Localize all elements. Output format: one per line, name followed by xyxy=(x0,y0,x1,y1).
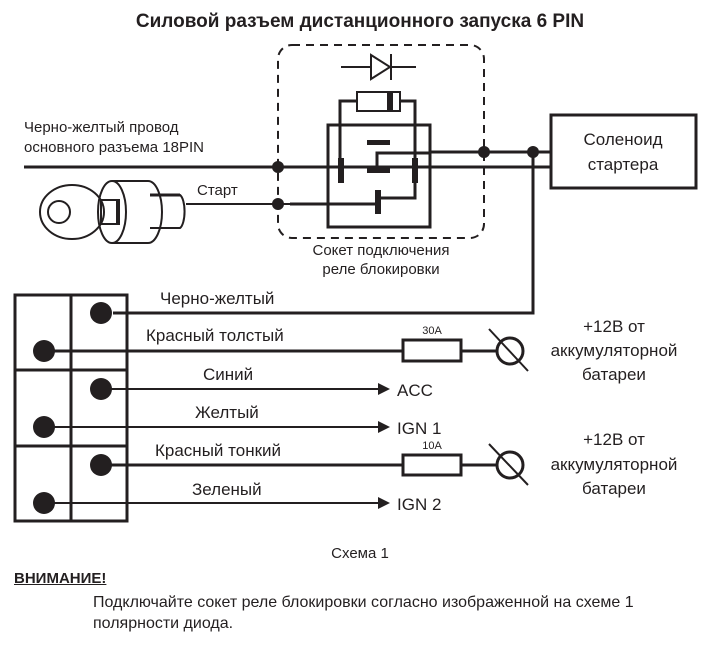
relay-socket xyxy=(326,123,432,229)
solenoid-line2: стартера xyxy=(588,155,659,174)
black-yellow-wire xyxy=(113,152,535,315)
fuse-30a xyxy=(401,338,463,363)
main-wire-label-line1: Черно-желтый провод xyxy=(24,119,179,136)
fuse-10a-label: 10A xyxy=(422,440,442,452)
wire-label-yellow: Желтый xyxy=(195,403,259,422)
fuse-10a xyxy=(401,453,463,477)
dest-acc: ACC xyxy=(397,381,433,400)
main-wire-label-line2: основного разъема 18PIN xyxy=(24,139,204,156)
arrow-icon xyxy=(378,497,390,509)
diode-component xyxy=(338,91,417,160)
dest-ign1: IGN 1 xyxy=(397,419,441,438)
arrow-icon xyxy=(378,421,390,433)
junction-dot xyxy=(272,161,284,173)
battery1-line2: аккумуляторной xyxy=(551,341,678,360)
solenoid-box xyxy=(549,113,698,190)
junction-dot xyxy=(272,198,284,210)
wire-label-blue: Синий xyxy=(203,365,253,384)
connector-6pin xyxy=(13,293,129,523)
battery2-line2: аккумуляторной xyxy=(551,455,678,474)
warning-text: Подключайте сокет реле блокировки соглас… xyxy=(93,594,634,632)
scheme-caption: Схема 1 xyxy=(331,545,389,562)
battery1-line3: батареи xyxy=(582,365,646,384)
wire-label-black-yellow: Черно-желтый xyxy=(160,289,274,308)
relay-contacts xyxy=(290,140,430,214)
battery2-line1: +12В от xyxy=(583,430,645,449)
battery1-line1: +12В от xyxy=(583,317,645,336)
arrow-icon xyxy=(378,383,390,395)
dest-ign2: IGN 2 xyxy=(397,495,441,514)
diode-icon xyxy=(341,53,416,81)
relay-caption-line2: реле блокировки xyxy=(322,261,439,278)
wire-label-green: Зеленый xyxy=(192,480,262,499)
relay-caption-line1: Сокет подключения xyxy=(312,242,449,259)
start-label: Старт xyxy=(197,182,238,199)
pin-dot xyxy=(90,302,112,324)
battery-terminal-icon xyxy=(488,443,529,486)
wire-label-red-thick: Красный толстый xyxy=(146,326,284,345)
diagram-title: Силовой разъем дистанционного запуска 6 … xyxy=(136,11,584,32)
relay-socket-box xyxy=(277,44,485,239)
wire-label-red-thin: Красный тонкий xyxy=(155,441,281,460)
solenoid-line1: Соленоид xyxy=(584,130,663,149)
battery2-line3: батареи xyxy=(582,479,646,498)
fuse-30a-label: 30A xyxy=(422,325,442,337)
battery-terminal-icon xyxy=(488,328,529,372)
ignition-key-icon xyxy=(39,180,186,244)
warning-heading: ВНИМАНИЕ! xyxy=(14,570,107,587)
